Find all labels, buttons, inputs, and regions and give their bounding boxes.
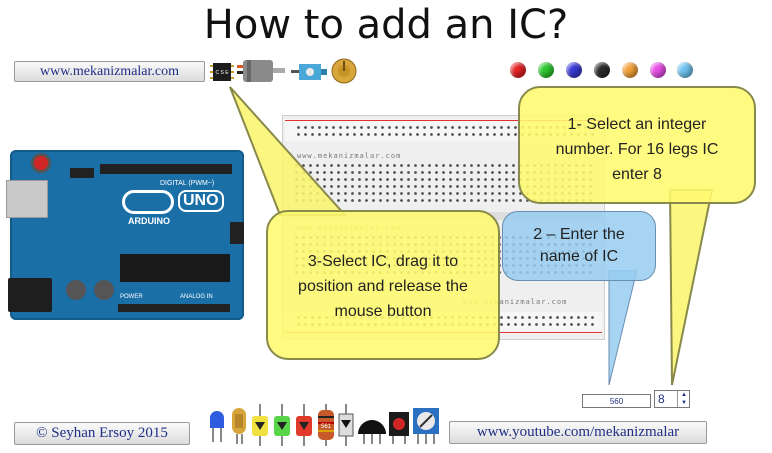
arduino-brand: ARDUINO (128, 216, 170, 226)
power-label: POWER (120, 294, 143, 300)
color-swatch-black[interactable] (594, 62, 610, 78)
callout-step3-pointer (229, 86, 348, 216)
website-link-button[interactable]: www.mekanizmalar.com (14, 61, 205, 82)
stepper-down-icon[interactable]: ▼ (677, 399, 690, 407)
color-swatch-green[interactable] (538, 62, 554, 78)
ldr-icon (232, 408, 246, 444)
ic-name-input[interactable] (582, 394, 651, 408)
color-swatch-light-blue[interactable] (677, 62, 693, 78)
svg-text:C S E: C S E (215, 70, 229, 76)
diode-green-icon (274, 404, 290, 446)
page-title: How to add an IC? (203, 2, 569, 48)
callout-step1: 1- Select an integer number. For 16 legs… (518, 86, 756, 204)
bottom-components-toolbar: 561 (208, 404, 444, 446)
callout-step2: 2 – Enter the name of IC (502, 211, 656, 281)
diode-red-icon (296, 404, 312, 446)
color-swatch-magenta[interactable] (650, 62, 666, 78)
transistor-icon (358, 420, 386, 444)
dc-motor-tool[interactable] (235, 57, 287, 85)
svg-text:561: 561 (321, 424, 332, 430)
led-blue-icon (210, 411, 224, 442)
resistor-icon: 561 (318, 404, 334, 446)
push-button-icon (389, 412, 409, 444)
diode-yellow-icon (252, 404, 268, 446)
trimpot-icon (413, 408, 439, 444)
color-swatch-blue[interactable] (566, 62, 582, 78)
ic-pin-stepper[interactable]: 8 ▲ ▼ (654, 390, 690, 408)
breadboard-watermark: www.mekanizmalar.com (297, 152, 402, 160)
arduino-board[interactable]: DIGITAL (PWM~) ARDUINO UNO POWER ANALOG … (6, 150, 244, 320)
copyright-button[interactable]: © Seyhan Ersoy 2015 (14, 422, 190, 445)
arduino-model: UNO (178, 190, 224, 212)
breadboard-watermark-3: www.mekanizmalar.com (463, 298, 568, 306)
callout-step3: 3-Select IC, drag it to position and rel… (266, 210, 500, 360)
stepper-up-icon[interactable]: ▲ (677, 391, 690, 399)
color-swatch-red[interactable] (510, 62, 526, 78)
ic-pin-value: 8 (658, 392, 665, 406)
servo-tool[interactable] (291, 60, 327, 84)
ic-chip-tool[interactable]: C S E (210, 60, 234, 84)
callout-step2-pointer (608, 270, 638, 386)
digital-label: DIGITAL (PWM~) (160, 180, 215, 187)
analog-label: ANALOG IN (180, 294, 213, 300)
arduino-logo (122, 190, 174, 214)
potentiometer-tool[interactable] (330, 57, 358, 85)
capacitor-icon (338, 404, 354, 446)
color-swatch-orange[interactable] (622, 62, 638, 78)
youtube-link-button[interactable]: www.youtube.com/mekanizmalar (449, 421, 707, 444)
